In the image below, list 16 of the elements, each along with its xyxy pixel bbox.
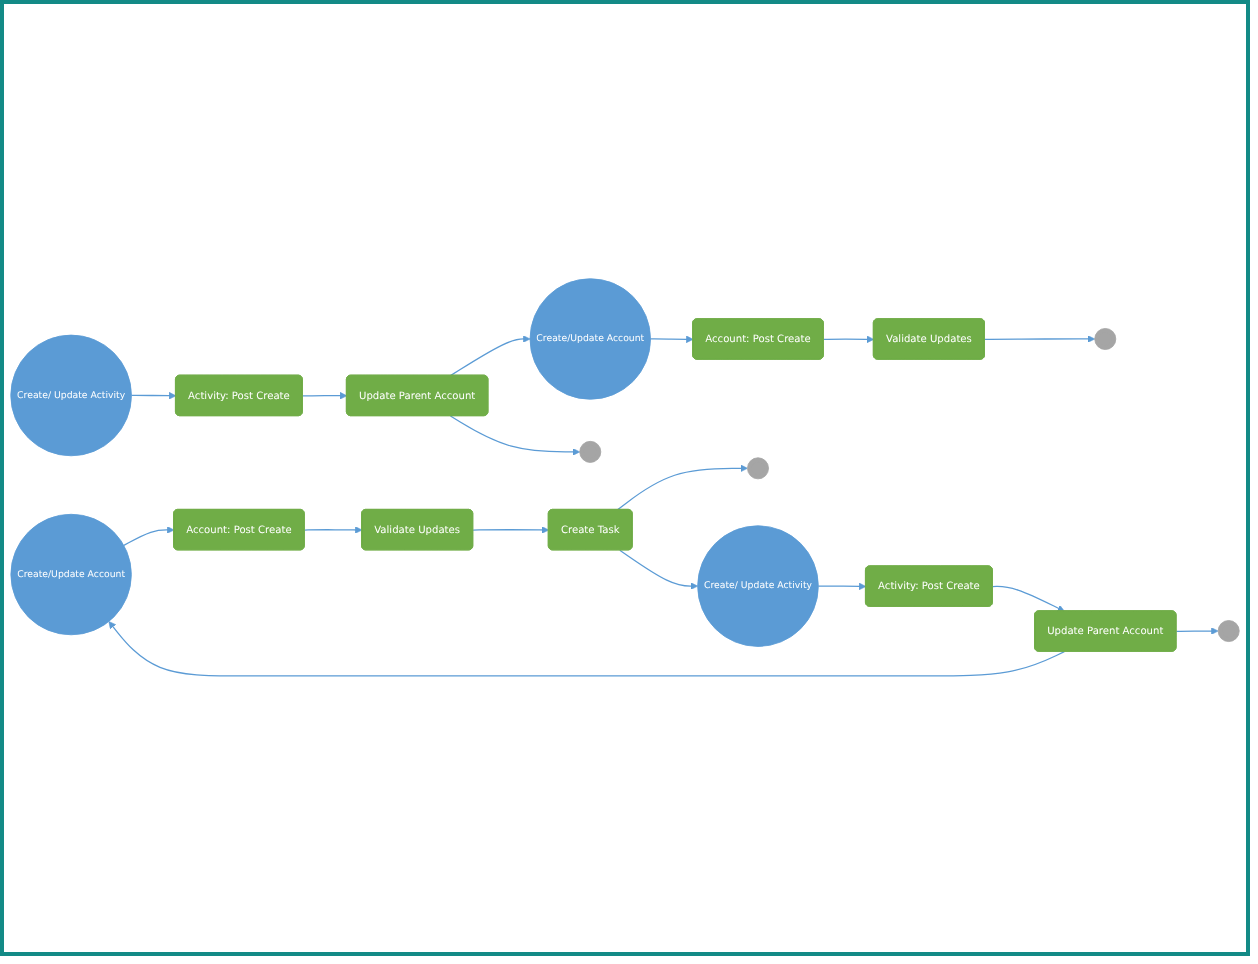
arrow	[108, 621, 1065, 678]
arrow	[992, 586, 1065, 613]
arrow	[616, 465, 748, 512]
arrow	[304, 526, 363, 535]
arrow	[823, 336, 875, 344]
arrow	[449, 335, 531, 377]
arrow	[472, 526, 550, 535]
arrow	[619, 550, 698, 591]
arrow	[449, 416, 581, 457]
arrow	[123, 526, 175, 547]
arrow	[1175, 628, 1219, 636]
arrow	[649, 336, 694, 344]
arrow	[984, 335, 1096, 344]
arrow	[130, 392, 177, 401]
arrow	[817, 583, 867, 591]
arrow	[302, 392, 348, 401]
